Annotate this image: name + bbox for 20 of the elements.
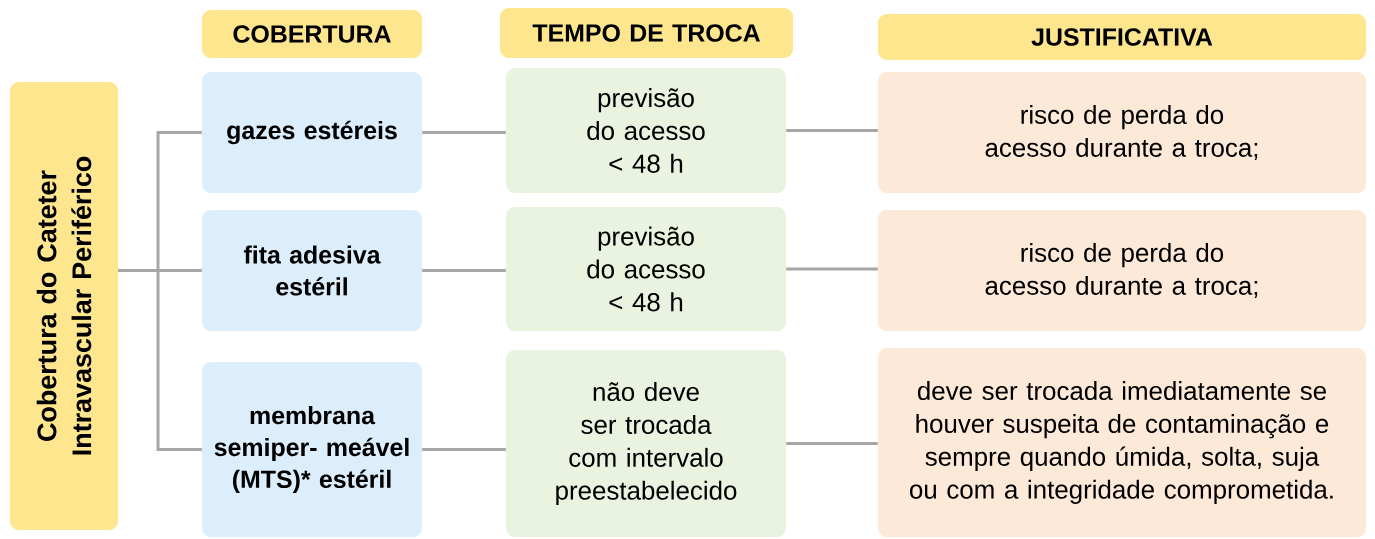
column-header: JUSTIFICATIVA xyxy=(878,14,1366,60)
dressing-box: gazes estéreis xyxy=(202,72,422,193)
time-box: previsão do acesso < 48 h xyxy=(506,68,786,193)
connector-line xyxy=(786,267,878,271)
column-header: TEMPO DE TROCA xyxy=(500,8,793,58)
time-box: previsão do acesso < 48 h xyxy=(506,207,786,331)
connector-line xyxy=(786,129,878,132)
column-header: COBERTURA xyxy=(202,10,422,58)
dressing-box: fita adesiva estéril xyxy=(202,210,422,331)
reason-box: deve ser trocada imediatamente se houver suspeita de contaminação e sempre quando úmida, solta, suja ou com a integridade comprometida. xyxy=(878,348,1366,537)
connector-line xyxy=(422,448,506,451)
reason-box: risco de perda do acesso durante a troca; xyxy=(878,72,1366,193)
connector-line xyxy=(422,269,506,272)
time-box: não deve ser trocada com intervalo preestabelecido xyxy=(506,350,786,537)
connector-line xyxy=(786,442,878,445)
reason-box: risco de perda do acesso durante a troca; xyxy=(878,210,1366,331)
connector-line xyxy=(422,131,506,134)
connector-line xyxy=(118,269,202,451)
dressing-box: membrana semiper- meável (MTS)* estéril xyxy=(202,362,422,537)
root-box: Cobertura do Cateter Intravascular Periférico xyxy=(10,82,118,530)
